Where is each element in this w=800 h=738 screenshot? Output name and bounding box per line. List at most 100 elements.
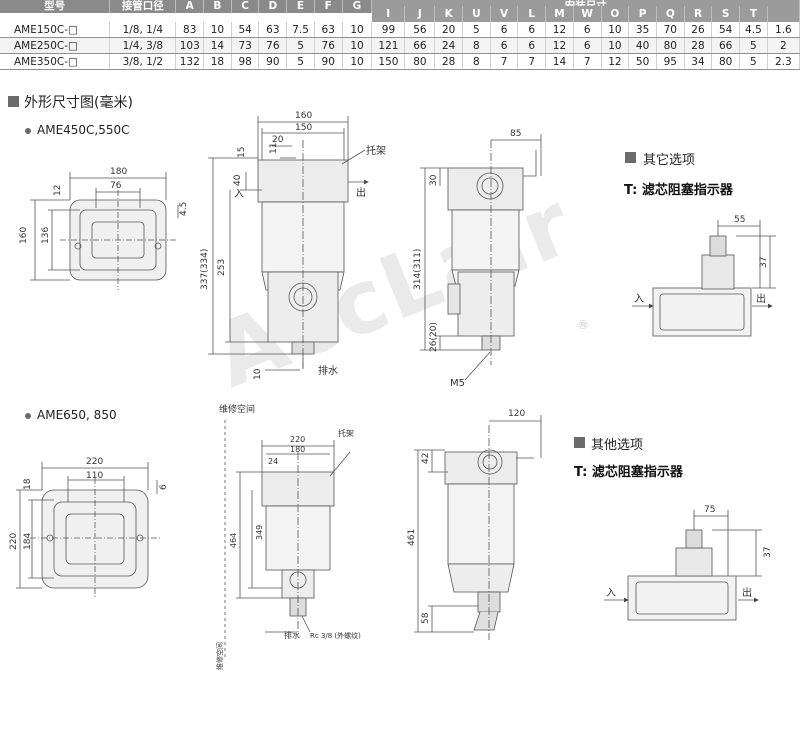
header-col: G — [342, 0, 373, 13]
table-cell: 99 — [371, 22, 406, 38]
table-cell: 121 — [371, 37, 406, 54]
header-col: Q — [656, 6, 685, 22]
dim-text: 11 — [269, 143, 279, 154]
table-cell: 5 — [739, 37, 768, 54]
dim-text: 4.5 — [179, 202, 189, 216]
dim-text: 30 — [429, 174, 439, 186]
dim-text: 180 — [110, 167, 127, 177]
header-col: L — [517, 6, 547, 22]
label-service-space: 维修空间 — [219, 403, 255, 415]
table-cell: 76 — [314, 37, 343, 54]
table-cell: 10 — [342, 22, 373, 38]
table-cell: 5 — [462, 22, 491, 38]
label-outlet: 出 — [356, 186, 366, 199]
side-view-b — [414, 415, 542, 640]
option-b-marker — [574, 437, 585, 448]
table-cell: AME150C-□ — [0, 22, 111, 38]
dim-text: 220 — [290, 435, 305, 444]
table-cell: 63 — [314, 22, 343, 38]
table-cell: 66 — [404, 37, 436, 54]
table-cell: 6 — [573, 22, 602, 38]
table-cell: 90 — [258, 53, 288, 70]
dim-text: 12 — [53, 185, 63, 196]
dim-text: 85 — [510, 129, 521, 139]
bullet-icon — [25, 128, 31, 134]
header-col: T — [739, 6, 768, 22]
table-cell: 80 — [711, 53, 741, 70]
dim-text: 150 — [295, 123, 312, 133]
table-cell: 70 — [656, 22, 685, 38]
table-cell: AME250C-□ — [0, 37, 111, 54]
dim-text: 24 — [268, 457, 278, 466]
dim-text: 349 — [255, 525, 264, 540]
table-cell: 90 — [314, 53, 343, 70]
dim-text: 464 — [229, 533, 238, 548]
label-bracket: 托架 — [338, 428, 354, 438]
section-title: 外形尺寸图(毫米) — [24, 95, 133, 111]
table-cell: 4.5 — [739, 22, 768, 38]
dim-text: 58 — [421, 612, 431, 624]
table-cell: 2 — [767, 37, 800, 54]
dim-text: 184 — [23, 533, 33, 550]
table-cell: 10 — [601, 22, 630, 38]
table-cell: 6 — [517, 22, 547, 38]
table-cell: 40 — [628, 37, 657, 54]
option-a-drawing — [632, 220, 776, 337]
table-cell: 80 — [656, 37, 685, 54]
table-cell: 7 — [573, 53, 602, 70]
registered-mark-icon: ® — [577, 318, 589, 332]
table-cell: 28 — [684, 37, 713, 54]
label-inlet: 入 — [634, 294, 644, 305]
header-model: 型号 — [0, 0, 111, 13]
models-b-label: AME650, 850 — [37, 408, 117, 422]
header-col: O — [601, 6, 630, 22]
dim-text: 40 — [233, 174, 243, 186]
top-view-a — [30, 172, 179, 290]
dim-text: 15 — [237, 147, 247, 158]
table-cell: 14 — [545, 53, 574, 70]
dim-text: 10 — [253, 368, 263, 380]
dim-text: 220 — [86, 457, 103, 467]
table-cell: 95 — [656, 53, 685, 70]
header-col: A — [175, 0, 205, 13]
front-view-b — [224, 420, 351, 660]
table-cell: 7 — [517, 53, 547, 70]
table-cell: 132 — [175, 53, 205, 70]
table-cell: 73 — [231, 37, 260, 54]
label-rc: Rc 3/8 (外螺纹) — [310, 631, 361, 640]
dim-text: 75 — [704, 505, 715, 515]
table-cell: 50 — [628, 53, 657, 70]
dim-text: 120 — [508, 409, 525, 419]
dim-text: 314(311) — [413, 249, 423, 290]
table-cell: 18 — [203, 53, 232, 70]
header-col: E — [286, 0, 315, 13]
header-col: R — [684, 6, 713, 22]
label-outlet: 出 — [742, 586, 752, 599]
option-a-subtitle: T: 滤芯阻塞指示器 — [624, 183, 733, 198]
table-cell: 8 — [462, 53, 491, 70]
table-cell: 20 — [434, 22, 464, 38]
dim-text: 160 — [19, 227, 29, 244]
header-col: W — [573, 6, 602, 22]
header-col: K — [434, 6, 464, 22]
header-col: C — [231, 0, 260, 13]
dim-text: 220 — [9, 533, 19, 550]
table-cell: 5 — [739, 53, 768, 70]
header-col: V — [490, 6, 519, 22]
table-cell: 8 — [462, 37, 491, 54]
header-col: I — [371, 6, 406, 22]
header-col: M — [545, 6, 574, 22]
side-view-a — [420, 134, 542, 381]
option-b-title: 其他选项 — [591, 438, 644, 453]
models-a-label: AME450C,550C — [37, 123, 130, 137]
dim-text: 76 — [110, 181, 122, 191]
dim-text: 18 — [23, 478, 33, 490]
table-cell: 12 — [601, 53, 630, 70]
table-cell: 5 — [286, 53, 315, 70]
bullet-icon — [25, 413, 31, 419]
table-cell: 6 — [517, 37, 547, 54]
dim-text: 110 — [86, 471, 103, 481]
